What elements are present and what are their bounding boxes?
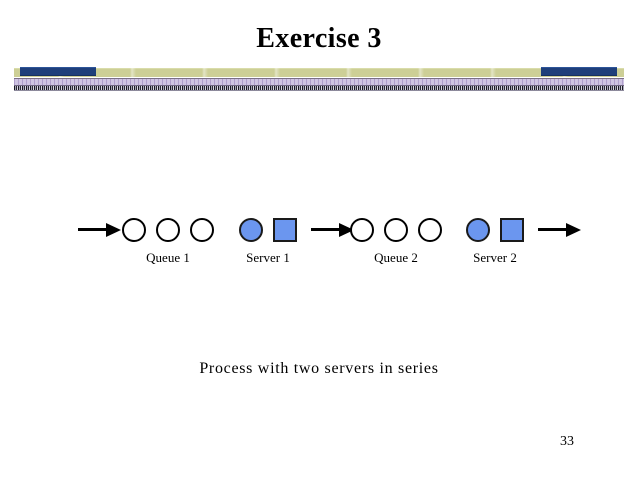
divider-bottom-rule [14, 90, 624, 91]
server-1-label: Server 1 [246, 250, 290, 265]
queue-2-item-2 [384, 218, 408, 242]
divider-rule-upper [14, 78, 624, 79]
divider-hatched-band [14, 86, 624, 91]
node-group-server-1: Server 1 [239, 212, 297, 276]
queue-1-item-1 [122, 218, 146, 242]
queue-2-item-3 [418, 218, 442, 242]
server-2-label: Server 2 [473, 250, 517, 265]
divider-lavender-band [14, 79, 624, 85]
queue-1-shapes [122, 212, 214, 248]
divider-khaki-band [14, 68, 624, 77]
arrow-shaft [78, 228, 108, 231]
divider-rule-lower [14, 85, 624, 86]
divider-right-endcap [541, 67, 617, 76]
queueing-process-diagram: Queue 1 Server 1 Queue 2 Server 2 [0, 212, 638, 276]
page-title: Exercise 3 [256, 23, 382, 54]
server-1-shapes [239, 212, 297, 248]
node-group-queue-1: Queue 1 [122, 212, 214, 276]
queue1-to-queue2-arrow [311, 222, 355, 238]
outbound-arrow [538, 222, 582, 238]
arrow-shaft [538, 228, 568, 231]
arrow-head [106, 223, 121, 237]
arrow-shaft [311, 228, 341, 231]
queue-1-item-3 [190, 218, 214, 242]
inbound-arrow [78, 222, 122, 238]
queue-2-shapes [350, 212, 442, 248]
page-number: 33 [560, 434, 574, 449]
server-2-shapes [466, 212, 524, 248]
queue-2-item-1 [350, 218, 374, 242]
queue-1-item-2 [156, 218, 180, 242]
arrow-head [566, 223, 581, 237]
queue-1-label: Queue 1 [146, 250, 190, 265]
server-2-square [500, 218, 524, 242]
queue-2-label: Queue 2 [374, 250, 418, 265]
server-1-square [273, 218, 297, 242]
decorative-divider-bar [0, 66, 638, 92]
node-group-queue-2: Queue 2 [350, 212, 442, 276]
server-2-circle [466, 218, 490, 242]
divider-khaki-highlight [14, 68, 624, 77]
divider-left-endcap [20, 67, 96, 76]
diagram-caption: Process with two servers in series [199, 360, 439, 377]
node-group-server-2: Server 2 [466, 212, 524, 276]
server-1-circle [239, 218, 263, 242]
